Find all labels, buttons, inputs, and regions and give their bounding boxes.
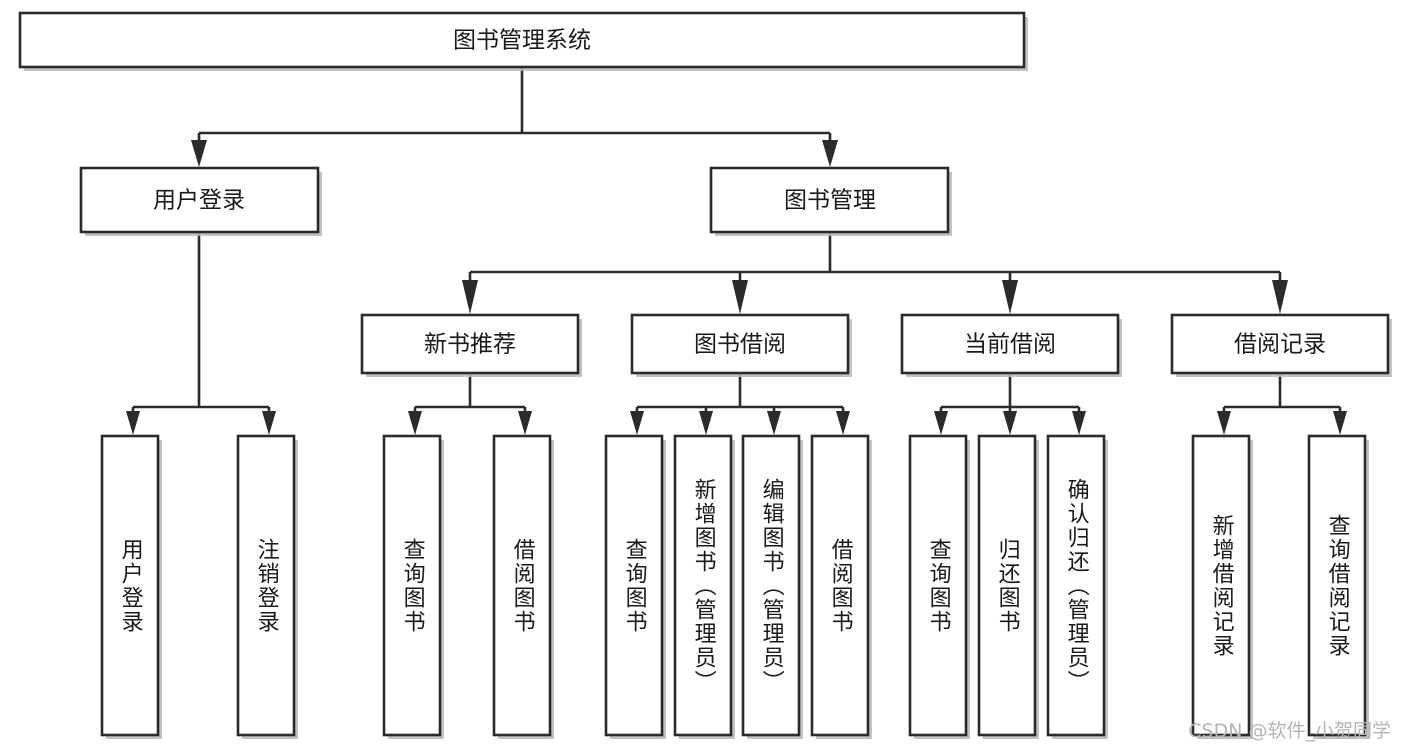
node-label-root: 图书管理系统 [453,28,591,54]
node-leaf-query-book-2[interactable] [604,434,664,737]
node-leaf-add-book-admin[interactable] [673,434,733,737]
node-level3-current-borrow[interactable] [900,313,1120,375]
node-leaf-logout[interactable] [236,434,296,737]
node-label-level3-2: 当前借阅 [964,332,1056,358]
arrow-to-leaf-8 [836,411,850,435]
arrow-to-book-borrow [732,280,748,314]
watermark-text: CSDN @软件_小贺同学 [1188,720,1391,742]
node-leaf-query-book-1[interactable] [382,434,442,737]
node-label-level2-0: 用户登录 [153,188,245,214]
arrow-to-leaf-9 [934,411,948,435]
node-leaf-user-login[interactable] [100,434,160,737]
arrow-to-borrow-record [1272,280,1288,314]
node-layer: 图书管理系统 用户登录 图书管理 新书推荐 图书借阅 当前借阅 借阅记录 [18,11,1392,739]
arrow-to-leaf-10 [1003,411,1017,435]
arrow-to-leaf-1 [126,411,140,435]
node-leaf-edit-book-admin[interactable] [741,434,801,737]
arrow-to-new-book-rec [462,280,478,314]
arrow-to-leaf-4 [518,411,532,435]
node-leaf-borrow-book-1[interactable] [492,434,552,737]
node-leaf-borrow-book-2[interactable] [810,434,870,737]
arrow-to-leaf-7 [767,411,781,435]
arrow-to-leaf-13 [1333,411,1347,435]
arrow-to-current-borrow [1002,280,1018,314]
node-level3-new-book-recommend[interactable] [360,313,580,375]
arrow-to-leaf-2 [262,411,276,435]
node-root-book-management-system[interactable] [18,11,1026,69]
node-level3-borrow-record[interactable] [1170,313,1390,375]
arrow-to-leaf-3 [408,411,422,435]
node-leaf-return-book[interactable] [977,434,1037,737]
arrow-to-leaf-6 [699,411,713,435]
node-label-level3-3: 借阅记录 [1234,332,1326,358]
node-leaf-query-book-3[interactable] [908,434,968,737]
arrow-to-leaf-12 [1217,411,1231,435]
arrow-to-user-login [191,140,207,167]
connector-layer [126,67,1347,435]
node-leaf-add-borrow-record[interactable] [1191,434,1251,737]
node-label-level2-1: 图书管理 [784,188,876,214]
node-leaf-confirm-return-admin[interactable] [1046,434,1106,737]
node-level2-book-management[interactable] [709,166,950,234]
arrow-to-leaf-5 [630,411,644,435]
node-leaf-query-borrow-record[interactable] [1307,434,1367,737]
node-level3-book-borrow[interactable] [630,313,850,375]
node-label-level3-1: 图书借阅 [694,332,786,358]
arrow-to-leaf-11 [1072,411,1086,435]
arrow-to-book-mgmt [822,140,838,167]
node-label-level3-0: 新书推荐 [424,332,516,358]
node-level2-user-login[interactable] [79,166,320,234]
